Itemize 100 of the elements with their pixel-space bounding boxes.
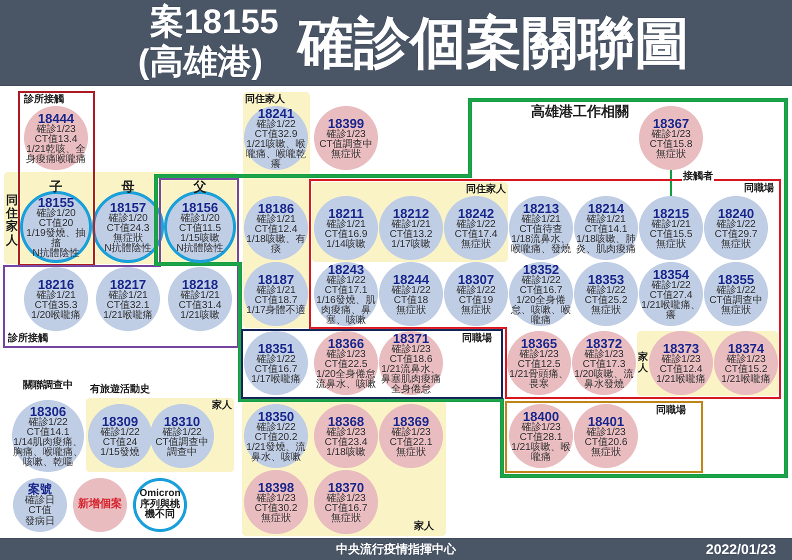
- case-detail: CT值12.4: [254, 224, 298, 234]
- group-label: 同住家人: [245, 94, 285, 105]
- case-detail: 無症狀: [260, 514, 292, 524]
- group-label: 同職場: [462, 333, 492, 344]
- case-detail: CT值15.5: [648, 230, 694, 240]
- case-detail: 1/21乾咳、全身痠痛喉嚨痛: [25, 144, 87, 164]
- case-detail: CT值12.5: [516, 360, 562, 370]
- case-number: 18217: [110, 278, 146, 290]
- case-number: 18371: [392, 332, 430, 344]
- case-detail: CT值32.1: [106, 300, 150, 310]
- group-frame: [505, 401, 703, 473]
- case-detail: 無症狀: [720, 306, 752, 316]
- case-detail: CT值17.1: [324, 286, 368, 296]
- case-detail: 1/18咳嗽、有痰: [245, 234, 307, 254]
- case-detail: 確診1/21: [255, 286, 297, 296]
- case-detail: CT值28.1: [518, 432, 562, 442]
- case-detail: 無症狀: [113, 234, 143, 244]
- case-detail: 確診1/20: [35, 208, 77, 218]
- source-label: 中央流行疫情指揮中心: [336, 542, 456, 556]
- group-frame: [241, 329, 503, 399]
- case-detail: 無症狀: [395, 306, 427, 316]
- case-detail: 確診1/23: [390, 344, 432, 354]
- case-circle: [509, 404, 573, 468]
- case-detail: 無症狀: [720, 240, 752, 250]
- case-detail: 確診1/22: [99, 428, 141, 438]
- case-number: 18368: [328, 414, 364, 428]
- case-detail: 確診1/21: [585, 214, 627, 224]
- case-detail: 1/21喉嚨痛、癢: [640, 300, 702, 320]
- legend-text: 案號確診日CT值發病日: [24, 483, 56, 527]
- case-circle: [714, 331, 778, 395]
- case-detail: CT值16.7: [518, 286, 562, 296]
- case-detail: 1/20喉嚨痛: [30, 310, 82, 320]
- group-band: [242, 400, 446, 536]
- case-number: 18241: [258, 106, 294, 120]
- case-detail: 確診1/23: [518, 350, 560, 360]
- case-detail: 確診1/22: [255, 422, 297, 432]
- case-detail: CT值調查中: [708, 296, 764, 306]
- edge-label: 接觸者: [682, 171, 714, 182]
- case-detail: 確診1/23: [325, 130, 366, 140]
- case-detail: CT值29.7: [714, 230, 758, 240]
- case-detail: 1/20咳嗽、流鼻水發燒: [573, 370, 635, 390]
- case-detail: 確診1/23: [725, 354, 767, 364]
- case-detail: CT值13.4: [34, 134, 78, 144]
- legend-text: 新增個案: [77, 499, 123, 511]
- group-label: 家人: [212, 400, 232, 411]
- case-detail: 確診1/22: [585, 286, 627, 296]
- case-number: 18354: [652, 268, 690, 280]
- case-number: 18156: [182, 200, 218, 214]
- case-detail: CT值25.2: [584, 296, 628, 306]
- case-number: 18218: [182, 278, 218, 290]
- case-detail: 確診1/22: [390, 286, 432, 296]
- case-detail: 1/21咳嗽、喉嚨痛、喉嚨乾癢: [245, 140, 307, 170]
- case-number: 18370: [328, 480, 364, 494]
- case-detail: 確診1/22: [455, 220, 497, 230]
- case-detail: 確診1/22: [255, 354, 297, 364]
- case-number: 18401: [588, 414, 624, 428]
- group-label: 家人: [638, 352, 648, 374]
- case-detail: 1/21喉嚨痛: [102, 310, 154, 320]
- case-detail: CT值17.4: [454, 230, 498, 240]
- case-detail: CT值22.5: [324, 360, 368, 370]
- case-detail: N抗體陰性: [175, 244, 225, 254]
- case-detail: 確診1/23: [585, 428, 627, 438]
- case-detail: CT值35.3: [34, 300, 78, 310]
- case-detail: 1/14咳嗽: [325, 240, 367, 250]
- case-detail: 確診1/22: [255, 120, 297, 130]
- case-detail: CT值17.3: [582, 360, 626, 370]
- case-detail: 確診1/22: [455, 286, 497, 296]
- case-number: 18186: [258, 202, 294, 214]
- group-band: [312, 182, 508, 262]
- case-detail: CT值20: [38, 218, 74, 228]
- case-detail: 1/20全身倦怠流鼻水、咳嗽: [315, 370, 377, 390]
- case-detail: 1/17咳嗽: [390, 240, 432, 250]
- case-detail: CT值18.7: [254, 296, 298, 306]
- case-detail: 無症狀: [395, 448, 427, 458]
- group-label: 同職場: [744, 183, 774, 194]
- case-detail: 無症狀: [655, 150, 687, 160]
- case-detail: 1/17身體不適: [245, 306, 307, 316]
- case-detail: 確診1/23: [325, 428, 367, 438]
- case-detail: CT值待查: [518, 224, 564, 234]
- case-detail: 確診1/21: [650, 220, 692, 230]
- case-number: 18352: [522, 262, 560, 276]
- case-detail: 確診1/21: [35, 290, 77, 300]
- case-detail: CT值32.9: [254, 130, 298, 140]
- case-detail: CT值12.4: [658, 364, 702, 374]
- case-number: 18372: [586, 336, 622, 350]
- case-detail: 1/15咳嗽: [179, 234, 220, 244]
- case-detail: 1/21喉嚨痛: [655, 374, 707, 384]
- case-number: 18306: [30, 404, 66, 418]
- case-number: 18351: [258, 342, 294, 354]
- case-detail: 無症狀: [460, 240, 492, 250]
- case-number: 18211: [328, 206, 364, 220]
- case-detail: 確診1/20: [107, 214, 149, 224]
- case-detail: CT值18: [392, 296, 430, 306]
- case-detail: CT值調查中: [154, 438, 210, 448]
- case-detail: CT值14.1: [584, 224, 628, 234]
- case-number: 18398: [258, 480, 294, 494]
- case-detail: 無症狀: [330, 150, 362, 160]
- case-detail: N抗體陰性: [103, 244, 153, 254]
- case-number: 18213: [522, 202, 560, 214]
- case-number: 18187: [258, 272, 294, 286]
